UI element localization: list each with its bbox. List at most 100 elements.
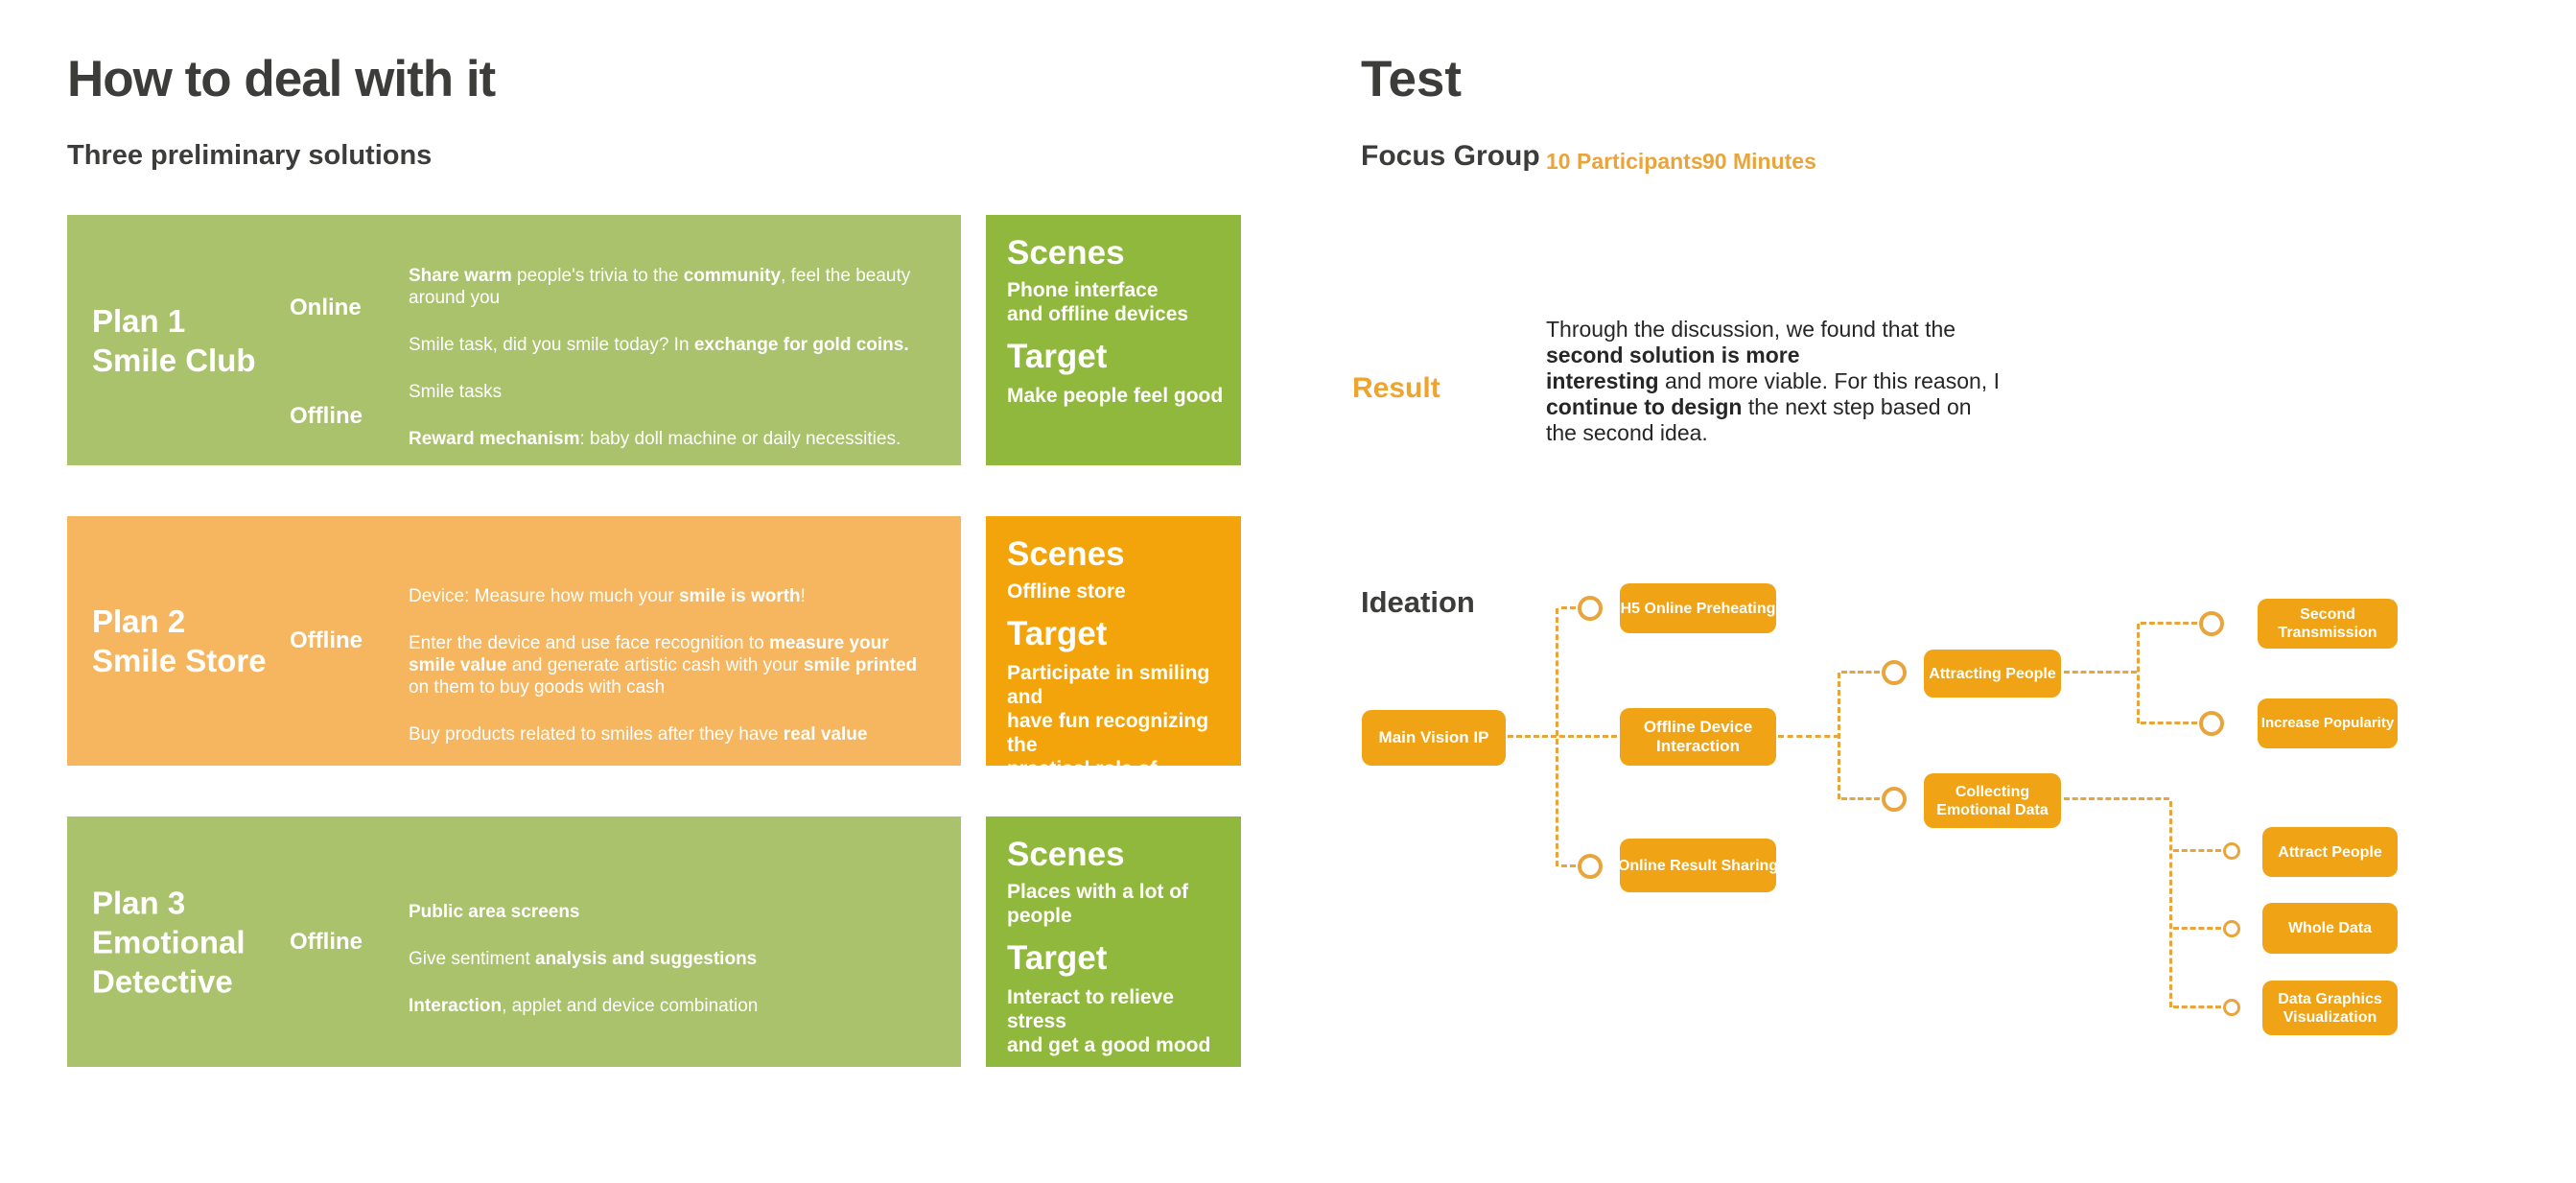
dotted-connector-line: [1556, 608, 1558, 866]
target-heading: Target: [1007, 615, 1108, 652]
text-segment: analysis and suggestions: [535, 949, 758, 969]
participants-stat: 10 Participants: [1546, 149, 1703, 174]
diagram-node-label-line: Data Graphics: [2278, 990, 2382, 1007]
scenes-heading: Scenes: [1007, 535, 1125, 573]
text-segment: Buy products related to smiles after the…: [409, 724, 784, 745]
test-section-title: Test: [1361, 51, 1463, 107]
text-segment: exchange for gold coins.: [693, 335, 909, 355]
text-segment: Share warm: [409, 266, 512, 286]
diagram-node-label-line: Main Vision IP: [1378, 728, 1489, 746]
plan-mode-label: Offline: [290, 627, 363, 653]
text-segment: relieve stress: [1007, 986, 1174, 1032]
plan-paragraph: Buy products related to smiles after the…: [409, 723, 928, 745]
text-segment: have fun recognizing the: [1007, 710, 1209, 756]
dotted-connector-line: [2141, 622, 2197, 625]
text-segment: Public area screens: [409, 902, 580, 922]
plan-title-line: Smile Store: [92, 643, 267, 678]
text-segment: real value: [783, 724, 868, 745]
minutes-stat: 90 Minutes: [1702, 149, 1816, 174]
text-segment: on them to buy goods with cash: [409, 677, 666, 698]
text-segment: Enter the device and use face recognitio…: [409, 633, 770, 653]
dotted-connector-line: [2173, 849, 2221, 852]
plan-mode-label: Online: [290, 295, 362, 320]
focus-group-label: Focus Group: [1361, 140, 1540, 172]
text-segment: , feel the beauty around you: [409, 266, 911, 308]
dotted-connector-line: [2173, 1006, 2221, 1008]
text-segment: , applet and device combination: [502, 996, 759, 1016]
text-segment: !: [800, 586, 806, 606]
result-text-line: Through the discussion, we found that th…: [1546, 317, 2016, 343]
diagram-node-label-line: Online Result Sharing: [1617, 857, 1779, 874]
dotted-connector-line: [2064, 671, 2137, 674]
ideation-label: Ideation: [1361, 585, 1475, 619]
text-segment: people's trivia to the: [511, 266, 684, 286]
dotted-connector-line: [1778, 735, 1839, 738]
result-text: Through the discussion, we found that th…: [1546, 317, 2016, 446]
diagram-node-label-line: H5 Online Preheating: [1620, 600, 1776, 617]
plan-paragraph: Enter the device and use face recognitio…: [409, 632, 928, 698]
result-text-line: continue to design the next step based o…: [1546, 394, 2016, 420]
text-segment: measure your smile value: [409, 633, 889, 675]
connector-circle-icon: [2199, 611, 2224, 636]
diagram-node-label-line: Second: [2300, 606, 2355, 623]
diagram-node-whole-data: Whole Data: [2262, 903, 2398, 954]
text-segment: Interact to: [1007, 986, 1111, 1008]
dotted-connector-line: [1561, 864, 1576, 867]
text-segment: and generate artistic cash with your: [506, 655, 804, 675]
plan-title-line: Detective: [92, 963, 233, 999]
plan-title-line: Plan 2: [92, 603, 186, 639]
text-segment: Device: Measure how much your: [409, 586, 679, 606]
dotted-connector-line: [2169, 801, 2172, 1007]
diagram-node-label-line: Offline Device: [1643, 718, 1753, 736]
plan-title-line: Emotional: [92, 924, 246, 959]
diagram-node-attract-people: Attract People: [2262, 827, 2398, 877]
diagram-node-online-result-sharing: Online Result Sharing: [1617, 839, 1779, 892]
text-segment: continue to design: [1546, 394, 1743, 419]
plan-paragraph: Reward mechanism: baby doll machine or d…: [409, 428, 928, 450]
plan-mode-label: Offline: [290, 403, 363, 429]
dotted-connector-line: [1841, 797, 1880, 800]
connector-circle-icon: [2223, 842, 2240, 860]
plan-paragraph: Device: Measure how much your smile is w…: [409, 585, 928, 607]
plan-title: Plan 2 Smile Store: [92, 602, 267, 680]
diagram-node-label-line: Attracting People: [1929, 665, 2056, 682]
diagram-node-increase-popularity: Increase Popularity: [2258, 698, 2398, 748]
target-text-line: have fun recognizing the: [1007, 709, 1226, 757]
dotted-connector-line: [2137, 624, 2140, 723]
plan-paragraph: Public area screens: [409, 901, 928, 923]
plan-title-line: Smile Club: [92, 342, 256, 378]
text-segment: Participate in smiling and: [1007, 662, 1210, 708]
connector-circle-icon: [1578, 854, 1603, 879]
connector-circle-icon: [1882, 787, 1907, 812]
dotted-connector-line: [1561, 606, 1576, 609]
text-segment: Through the discussion, we found that th…: [1546, 317, 1956, 342]
result-text-line: the second idea.: [1546, 420, 2016, 446]
diagram-node-label-line: Interaction: [1656, 737, 1740, 755]
dotted-connector-line: [2141, 722, 2197, 724]
target-heading: Target: [1007, 338, 1108, 375]
scenes-text-line: Offline store: [1007, 580, 1126, 603]
text-segment: smile is worth: [678, 586, 801, 606]
target-text-line: Participate in smiling and: [1007, 661, 1226, 709]
target-text-line: Make people feel good: [1007, 384, 1226, 408]
diagram-node-main-vision-ip: Main Vision IP: [1362, 710, 1506, 766]
text-segment: community: [683, 266, 782, 286]
text-segment: smile printed: [803, 655, 918, 675]
connector-circle-icon: [2199, 711, 2224, 736]
text-segment: the next step based on: [1742, 394, 1972, 419]
diagram-node-label-line: Whole Data: [2287, 920, 2373, 936]
result-label: Result: [1352, 372, 1440, 404]
plan-paragraphs: Device: Measure how much your smile is w…: [409, 585, 928, 745]
text-segment: and get a good mood: [1007, 1034, 1211, 1056]
scenes-text-line: Places with a lot of people: [1007, 881, 1189, 927]
diagram-node-h5-online-preheating: H5 Online Preheating: [1620, 583, 1776, 633]
